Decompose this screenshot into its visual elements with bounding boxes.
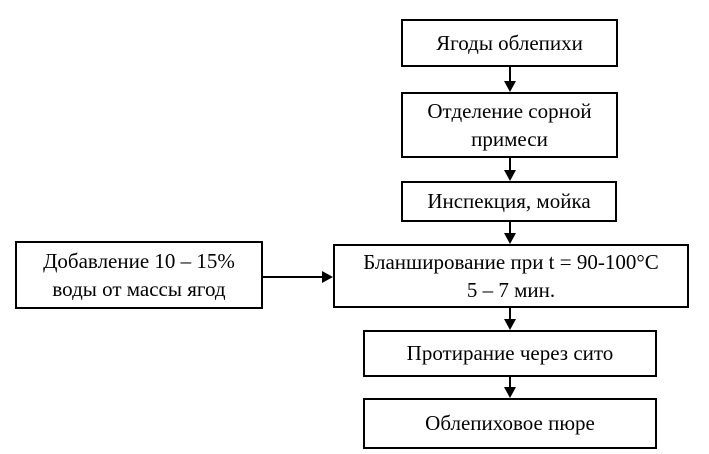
node-water-addition-line2: воды от массы ягод bbox=[52, 277, 226, 301]
arrow-line bbox=[508, 158, 511, 170]
node-sieving: Протирание через сито bbox=[363, 330, 657, 377]
arrow-line bbox=[508, 67, 511, 81]
node-blanching: Бланширование при t = 90-100°С 5 – 7 мин… bbox=[333, 244, 689, 308]
node-berries: Ягоды облепихи bbox=[401, 19, 618, 67]
arrow-line bbox=[263, 275, 322, 278]
arrow-inspection-to-blanching bbox=[503, 222, 516, 244]
node-blanching-line2: 5 – 7 мин. bbox=[466, 278, 556, 302]
arrow-head-down-icon bbox=[503, 81, 516, 92]
node-inspection: Инспекция, мойка bbox=[401, 181, 617, 222]
node-blanching-line1: Бланширование при t = 90-100°С bbox=[363, 249, 659, 274]
node-puree: Облепиховое пюре bbox=[363, 398, 657, 449]
arrow-head-down-icon bbox=[503, 319, 516, 330]
node-berries-label: Ягоды облепихи bbox=[436, 30, 583, 55]
node-water-addition-line1: Добавление 10 – 15% bbox=[43, 248, 235, 273]
arrow-head-down-icon bbox=[503, 170, 516, 181]
arrow-head-down-icon bbox=[503, 233, 516, 244]
node-water-addition: Добавление 10 – 15% воды от массы ягод bbox=[15, 241, 263, 309]
node-separation-label: Отделение сорной примеси bbox=[427, 98, 592, 151]
arrow-head-down-icon bbox=[503, 387, 516, 398]
arrow-separation-to-inspection bbox=[503, 158, 516, 181]
arrow-water-to-blanching bbox=[263, 270, 333, 283]
arrow-line bbox=[508, 222, 511, 233]
node-puree-label: Облепиховое пюре bbox=[425, 411, 595, 436]
arrow-head-right-icon bbox=[322, 270, 333, 283]
arrow-sieving-to-puree bbox=[503, 377, 516, 398]
node-sieving-label: Протирание через сито bbox=[406, 341, 614, 366]
arrow-berries-to-separation bbox=[503, 67, 516, 92]
node-inspection-label: Инспекция, мойка bbox=[427, 189, 591, 214]
node-separation: Отделение сорной примеси bbox=[401, 92, 618, 158]
arrow-blanching-to-sieving bbox=[503, 308, 516, 330]
arrow-line bbox=[508, 308, 511, 319]
arrow-line bbox=[508, 377, 511, 387]
